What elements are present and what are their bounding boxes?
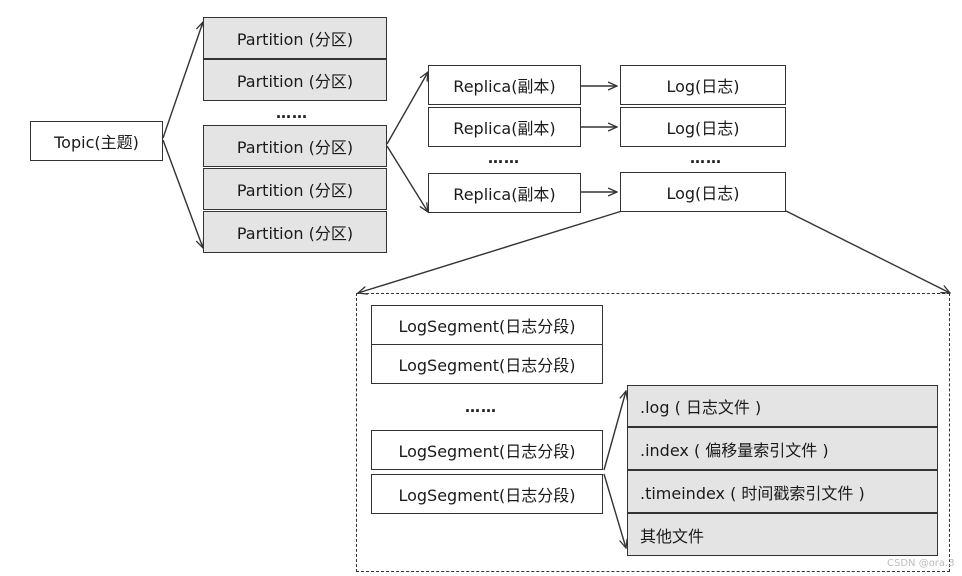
log-box: Log(日志) (620, 172, 786, 212)
partition-box: Partition (分区) (203, 17, 387, 59)
partition-ellipsis: …… (276, 104, 308, 122)
replica-box: Replica(副本) (428, 173, 581, 213)
segment-ellipsis: …… (465, 398, 497, 416)
watermark: CSDN @ora.3 (887, 558, 955, 569)
topic-box: Topic(主题) (30, 121, 163, 161)
topic-connector (162, 22, 203, 139)
log-ellipsis: …… (690, 149, 722, 167)
log-expansion-connector (358, 210, 623, 293)
segment-connector (603, 391, 626, 471)
partition-connector (386, 145, 428, 212)
partition-box: Partition (分区) (203, 211, 387, 253)
log-box: Log(日志) (620, 107, 786, 147)
replica-box: Replica(副本) (428, 65, 581, 105)
log-segment-box: LogSegment(日志分段) (371, 430, 603, 470)
segment-file-log: .log ( 日志文件 ) (627, 385, 938, 427)
log-segment-box: LogSegment(日志分段) (371, 474, 603, 514)
partition-box: Partition (分区) (203, 59, 387, 101)
log-segment-box: LogSegment(日志分段) (371, 344, 603, 384)
partition-connector (386, 72, 428, 145)
partition-box: Partition (分区) (203, 125, 387, 167)
replica-ellipsis: …… (488, 149, 520, 167)
topic-connector (162, 139, 203, 248)
log-expansion-connector (785, 210, 950, 293)
partition-box: Partition (分区) (203, 168, 387, 210)
segment-file-index: .index ( 偏移量索引文件 ) (627, 427, 938, 470)
segment-connector (603, 473, 626, 548)
log-detail-container (356, 293, 950, 572)
segment-file-timeindex: .timeindex ( 时间戳索引文件 ) (627, 470, 938, 513)
log-segment-box: LogSegment(日志分段) (371, 305, 603, 345)
replica-box: Replica(副本) (428, 107, 581, 147)
log-box: Log(日志) (620, 65, 786, 105)
segment-file-other: 其他文件 (627, 513, 938, 556)
